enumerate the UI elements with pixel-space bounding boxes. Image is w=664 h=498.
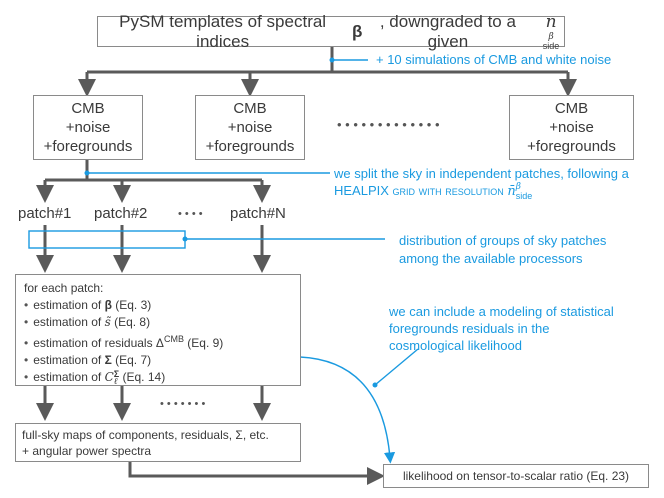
per-patch-item: estimation of Σ (Eq. 7) xyxy=(24,352,292,369)
note-modeling-line1: we can include a modeling of statistical xyxy=(389,304,614,319)
sim-box-line: CMB xyxy=(71,100,105,117)
sim-box-1: CMB +noise +foregrounds xyxy=(33,95,143,160)
sim-box-line: CMB xyxy=(233,100,267,117)
per-patch-item: estimation of β (Eq. 3) xyxy=(24,297,292,314)
pysm-templates-box: PySM templates of spectral indices β , do… xyxy=(97,12,565,51)
note-distribution: distribution of groups of sky patches am… xyxy=(399,232,606,268)
pysm-templates-suffix: , downgraded to a given xyxy=(379,11,516,51)
branch-top-arrows xyxy=(78,47,577,97)
box-to-maps-arrows xyxy=(36,386,271,421)
note-modeling-connector xyxy=(374,348,419,386)
note-distribution-line2: among the available processors xyxy=(399,251,583,266)
processor-group-rect xyxy=(28,230,186,249)
per-patch-item: estimation of CΣℓ (Eq. 14) xyxy=(24,369,292,386)
full-sky-maps-box: full-sky maps of components, residuals, … xyxy=(15,423,301,462)
per-patch-item: estimation of residuals ΔCMB (Eq. 9) xyxy=(24,331,292,352)
per-patch-header: for each patch: xyxy=(24,281,104,295)
sim-box-line: +foregrounds xyxy=(205,138,295,155)
likelihood-text: likelihood on tensor-to-scalar ratio (Eq… xyxy=(402,469,630,483)
pysm-templates-text: PySM templates of spectral indices xyxy=(119,11,327,51)
likelihood-box: likelihood on tensor-to-scalar ratio (Eq… xyxy=(383,464,649,488)
arrow-dots: • • • • • • • xyxy=(160,398,206,410)
sim-box-line: +noise xyxy=(65,119,111,136)
note-distribution-line1: distribution of groups of sky patches xyxy=(399,233,607,248)
patch-dots: • • • • xyxy=(178,208,203,220)
sim-box-line: +noise xyxy=(227,119,273,136)
note-sims: + 10 simulations of CMB and white noise xyxy=(376,52,612,67)
residual-curve-arrow xyxy=(299,356,396,464)
per-patch-list: estimation of β (Eq. 3) estimation of s̃… xyxy=(24,297,292,386)
sim-box-line: CMB xyxy=(554,100,589,117)
note-modeling-line2: foregrounds residuals in the xyxy=(389,321,550,336)
note-modeling: we can include a modeling of statistical… xyxy=(389,303,614,354)
patch-2-label: patch#2 xyxy=(94,205,148,222)
sim-box-line: +foregrounds xyxy=(43,138,133,155)
patch-n-label: patch#N xyxy=(230,205,286,222)
note-split-line1: we split the sky in independent patches,… xyxy=(334,166,629,181)
sim-dots: • • • • • • • • • • • • • xyxy=(337,117,440,132)
maps-box-line1: full-sky maps of components, residuals, … xyxy=(22,428,269,442)
patch-1-label: patch#1 xyxy=(18,205,72,222)
per-patch-box: for each patch: estimation of β (Eq. 3) … xyxy=(15,274,301,386)
sim-box-line: +noise xyxy=(549,119,594,136)
per-patch-item: estimation of s̃ (Eq. 8) xyxy=(24,314,292,331)
note-split: we split the sky in independent patches,… xyxy=(334,165,629,201)
note-modeling-line3: cosmological likelihood xyxy=(389,338,522,353)
sim-box-line: +foregrounds xyxy=(527,138,616,155)
sim-box-3: CMB +noise +foregrounds xyxy=(509,95,634,160)
branch-patches-arrows xyxy=(36,160,271,203)
maps-box-line2: + angular power spectra xyxy=(22,444,152,458)
beta-symbol: β xyxy=(352,21,363,41)
sim-box-2: CMB +noise +foregrounds xyxy=(195,95,305,160)
maps-to-likelihood-arrow xyxy=(128,462,385,485)
